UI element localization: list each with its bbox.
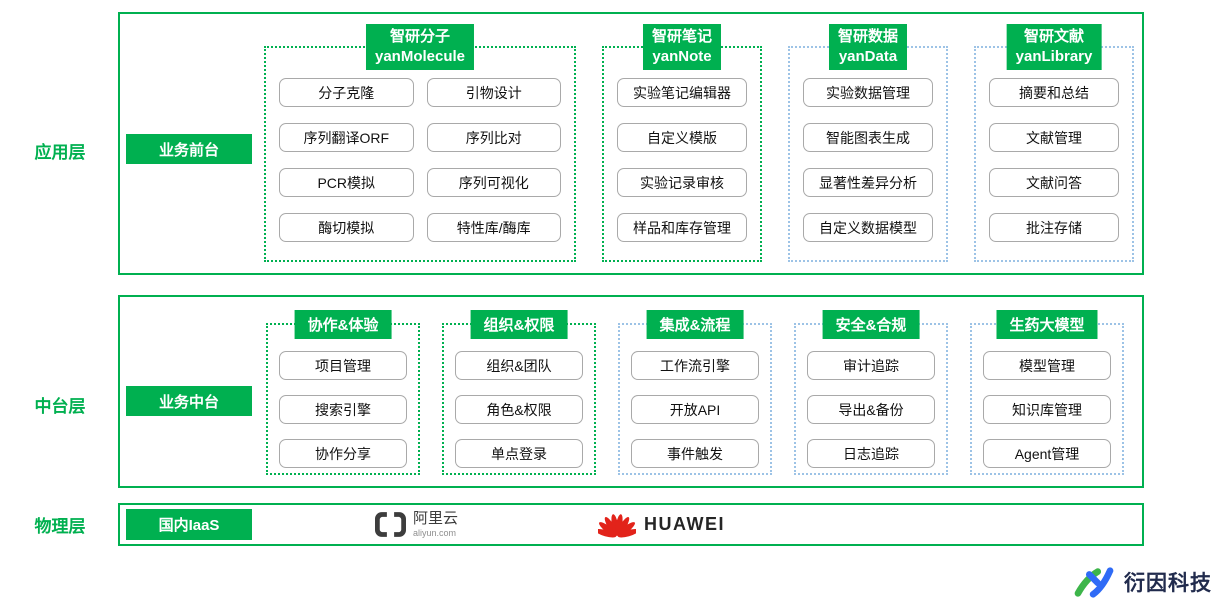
module-chip: 单点登录 — [455, 439, 583, 468]
application-layer-box: 业务前台 智研分子 yanMolecule 分子克隆引物设计序列翻译ORF 序列比对 P… — [118, 12, 1144, 275]
capability-group-header: 生药大模型 — [996, 310, 1098, 339]
aliyun-domain: aliyun.com — [413, 527, 457, 538]
module-chip: 引物设计 — [426, 78, 561, 107]
middle-groups: 协作&体验项目管理搜索引擎协作分享组织&权限组织&团队角色&权限单点登录集成&流… — [266, 310, 1124, 475]
capability-group-5: 生药大模型模型管理知识库管理 Agent管理 — [970, 310, 1124, 475]
huawei-wordmark: HUAWEI — [644, 513, 725, 534]
layer-label-application: 应用层 — [34, 143, 86, 162]
capability-group-1: 协作&体验项目管理搜索引擎协作分享 — [266, 310, 420, 475]
product-title-cn: 智研文献 — [1023, 28, 1085, 45]
module-chip: 实验笔记编辑器 — [617, 78, 747, 107]
module-chip: 搜索引擎 — [279, 395, 407, 424]
module-chip: 日志追踪 — [807, 439, 935, 468]
product-group-header: 智研分子 yanMolecule — [365, 24, 475, 70]
product-group-header: 智研文献 yanLibrary — [1006, 24, 1102, 70]
product-group-header: 智研笔记 yanNote — [642, 24, 722, 70]
layer-label-middle: 中台层 — [34, 397, 86, 416]
module-chip: 项目管理 — [279, 351, 407, 380]
product-group-yanLibrary: 智研文献 yanLibrary 摘要和总结文献管理文献问答批注存储 — [974, 24, 1134, 262]
module-chip: 开放API — [631, 395, 759, 424]
product-title-cn: 智研分子 — [389, 28, 450, 45]
module-chip: 显著性差异分析 — [803, 168, 933, 197]
product-title-cn: 智研笔记 — [651, 28, 713, 45]
aliyun-brackets-icon — [375, 512, 406, 538]
module-chip: 事件触发 — [631, 439, 759, 468]
module-chip: 工作流引擎 — [631, 351, 759, 380]
vendor-huawei: HUAWEI — [598, 510, 725, 538]
module-chip: 序列比对 — [426, 123, 561, 152]
module-chip: 样品和库存管理 — [617, 213, 747, 242]
capability-group-header: 协作&体验 — [294, 310, 392, 339]
product-title-en: yanLibrary — [1015, 47, 1093, 65]
capability-group-3: 集成&流程工作流引擎开放API 事件触发 — [618, 310, 772, 475]
domestic-iaas-tag: 国内IaaS — [126, 509, 252, 540]
vendor-aliyun: 阿里云 aliyun.com — [375, 510, 459, 538]
module-chip: 特性库/酶库 — [426, 213, 561, 242]
module-chip: 文献问答 — [989, 168, 1119, 197]
module-chip: 批注存储 — [989, 213, 1119, 242]
module-chip: 协作分享 — [279, 439, 407, 468]
module-chip: 导出&备份 — [807, 395, 935, 424]
module-chip: 摘要和总结 — [989, 78, 1119, 107]
module-chip: 审计追踪 — [807, 351, 935, 380]
product-title-cn: 智研数据 — [837, 28, 899, 45]
business-front-tag: 业务前台 — [126, 134, 252, 164]
product-group-yanData: 智研数据 yanData 实验数据管理智能图表生成显著性差异分析自定义数据模型 — [788, 24, 948, 262]
module-chip: 自定义数据模型 — [803, 213, 933, 242]
business-middle-tag: 业务中台 — [126, 386, 252, 416]
capability-group-2: 组织&权限组织&团队角色&权限单点登录 — [442, 310, 596, 475]
module-chip: PCR模拟 — [279, 168, 414, 197]
module-chip: 模型管理 — [983, 351, 1111, 380]
capability-group-header: 集成&流程 — [646, 310, 744, 339]
capability-group-4: 安全&合规审计追踪导出&备份日志追踪 — [794, 310, 948, 475]
module-chip: Agent管理 — [983, 439, 1111, 468]
product-group-yanNote: 智研笔记 yanNote 实验笔记编辑器自定义模版实验记录审核样品和库存管理 — [602, 24, 762, 262]
module-chip: 自定义模版 — [617, 123, 747, 152]
brand-footer: 衍因科技 — [1073, 565, 1212, 599]
layer-label-physical: 物理层 — [34, 517, 86, 536]
aliyun-name: 阿里云 — [413, 510, 459, 527]
yanyin-logo-icon — [1073, 565, 1115, 599]
physical-layer-box: 国内IaaS 阿里云 aliyun.com — [118, 503, 1144, 546]
product-title-en: yanData — [838, 47, 898, 65]
module-chip: 角色&权限 — [455, 395, 583, 424]
product-group-header: 智研数据 yanData — [828, 24, 908, 70]
product-title-en: yanMolecule — [374, 47, 466, 65]
capability-group-header: 组织&权限 — [470, 310, 568, 339]
huawei-flower-icon — [598, 510, 636, 538]
module-chip: 文献管理 — [989, 123, 1119, 152]
module-chip: 实验数据管理 — [803, 78, 933, 107]
capability-group-header: 安全&合规 — [822, 310, 920, 339]
module-chip: 序列翻译ORF — [279, 123, 414, 152]
module-chip: 实验记录审核 — [617, 168, 747, 197]
brand-name: 衍因科技 — [1124, 572, 1212, 595]
application-groups: 智研分子 yanMolecule 分子克隆引物设计序列翻译ORF 序列比对 PCR模拟序… — [264, 24, 1134, 262]
module-chip: 分子克隆 — [279, 78, 414, 107]
module-chip: 组织&团队 — [455, 351, 583, 380]
module-chip: 酶切模拟 — [279, 213, 414, 242]
middle-layer-box: 业务中台 协作&体验项目管理搜索引擎协作分享组织&权限组织&团队角色&权限单点登… — [118, 295, 1144, 488]
product-group-yanMolecule: 智研分子 yanMolecule 分子克隆引物设计序列翻译ORF 序列比对 PCR模拟序… — [264, 24, 576, 262]
module-chip: 智能图表生成 — [803, 123, 933, 152]
module-chip: 序列可视化 — [426, 168, 561, 197]
module-chip: 知识库管理 — [983, 395, 1111, 424]
product-title-en: yanNote — [652, 47, 712, 65]
